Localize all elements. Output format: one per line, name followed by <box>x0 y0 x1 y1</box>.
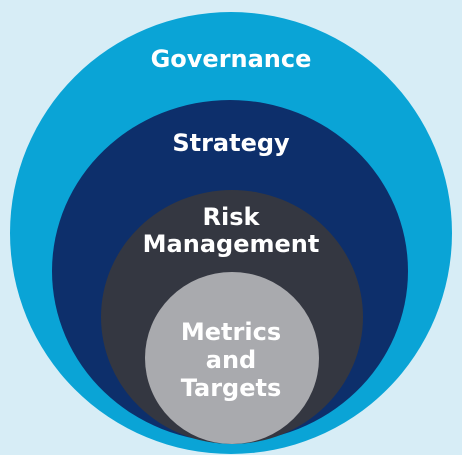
metrics-targets-circle <box>145 272 319 444</box>
metrics-targets-label-line-1: Metrics <box>180 318 282 346</box>
strategy-label: Strategy <box>172 129 290 157</box>
governance-label: Governance <box>150 45 312 73</box>
risk-management-label-line-2: Management <box>142 230 320 258</box>
risk-management-label-line-1: Risk <box>202 203 260 231</box>
metrics-targets-label-line-2: and <box>205 346 257 374</box>
metrics-targets-label-line-3: Targets <box>180 374 282 402</box>
